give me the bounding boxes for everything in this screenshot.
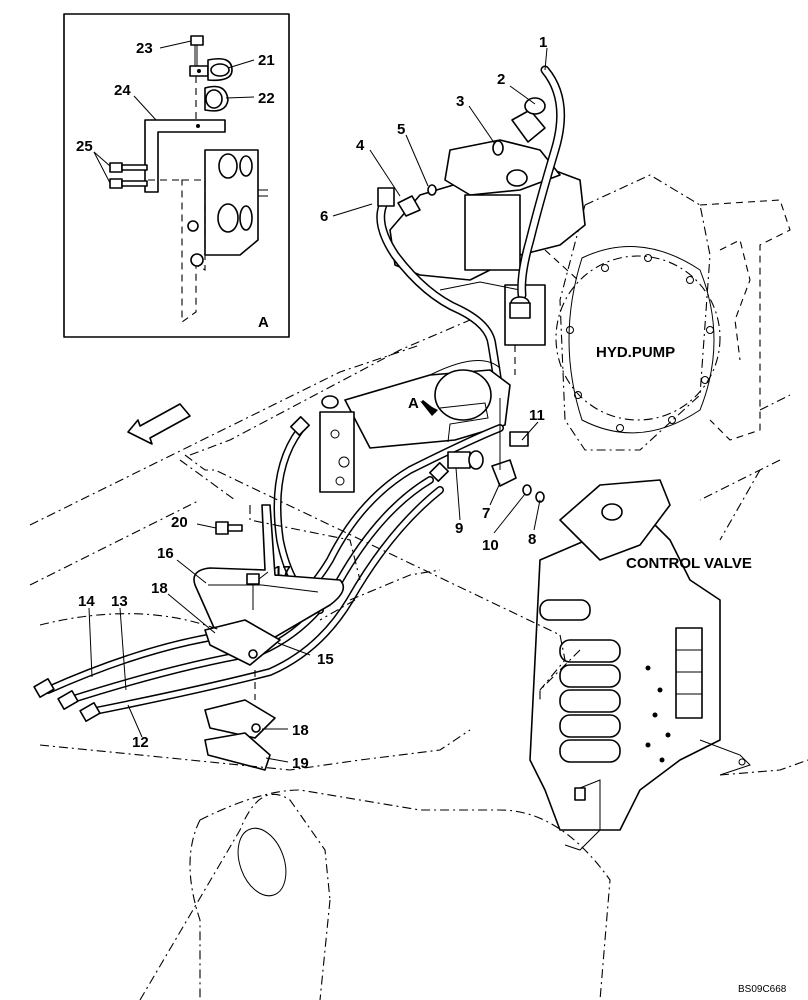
pump-head	[389, 139, 586, 375]
callout-14: 14	[78, 593, 95, 610]
fitting-7	[491, 459, 517, 487]
callout-6: 6	[320, 208, 328, 225]
hose-end-fittings	[33, 416, 449, 722]
callout-11: 11	[529, 407, 545, 424]
callout-10: 10	[482, 537, 499, 554]
clamp-18-upper	[204, 619, 281, 666]
fitting-2	[511, 97, 546, 143]
callout-8: 8	[528, 531, 536, 548]
view-a-arrow-icon	[420, 399, 438, 416]
seal-3	[492, 140, 504, 156]
drawing-code: BS09C668	[738, 984, 787, 995]
fitting-25-upper	[109, 162, 148, 173]
callout-17: 17	[274, 563, 291, 580]
view-a-marker: A	[408, 395, 419, 412]
callout-15: 15	[317, 651, 334, 668]
callout-16: 16	[157, 545, 174, 562]
callout-20: 20	[171, 514, 188, 531]
spools	[539, 599, 621, 763]
callout-2: 2	[497, 71, 505, 88]
callout-23: 23	[136, 40, 153, 57]
control-valve-label: CONTROL VALVE	[626, 555, 752, 572]
callout-3: 3	[456, 93, 464, 110]
fitting-11	[509, 431, 529, 447]
callout-19: 19	[292, 755, 309, 772]
callouts: 1 2 3 4 5 6 7 8 9 10 11 12 13 14 15 16 1…	[76, 34, 547, 772]
valve-ports	[645, 665, 671, 763]
hose-6	[376, 187, 505, 403]
callout-5: 5	[397, 121, 405, 138]
callout-21: 21	[258, 52, 275, 69]
callout-18-lower: 18	[292, 722, 309, 739]
detail-a-inset	[63, 13, 290, 338]
hose-1	[509, 65, 566, 319]
callout-13: 13	[111, 593, 128, 610]
leader-lines	[88, 40, 548, 763]
plate-19	[204, 732, 271, 771]
seal-5	[427, 184, 437, 196]
fitting-25-lower	[109, 178, 148, 189]
callout-25: 25	[76, 138, 93, 155]
pump-bolt-holes	[566, 254, 714, 432]
callout-9: 9	[455, 520, 463, 537]
hose-bundle	[33, 416, 504, 722]
seal-10	[522, 484, 532, 496]
detail-a-label: A	[258, 314, 269, 331]
hydraulic-pump: HYD.PUMP	[555, 174, 791, 451]
callout-18-upper: 18	[151, 580, 168, 597]
frame-outlines	[29, 319, 808, 1000]
callout-12: 12	[132, 734, 149, 751]
fitting-9	[447, 450, 484, 470]
callout-22: 22	[258, 90, 275, 107]
control-valve: CONTROL VALVE	[529, 479, 752, 851]
clamp-18-lower	[204, 699, 276, 739]
fitting-4	[397, 195, 421, 217]
callout-1: 1	[539, 34, 547, 51]
callout-7: 7	[482, 505, 490, 522]
hyd-pump-label: HYD.PUMP	[596, 344, 675, 361]
callout-24: 24	[114, 82, 131, 99]
bolt-20	[215, 521, 243, 535]
pilot-filter	[319, 359, 511, 493]
direction-arrow-icon	[127, 403, 191, 445]
callout-4: 4	[356, 137, 365, 154]
